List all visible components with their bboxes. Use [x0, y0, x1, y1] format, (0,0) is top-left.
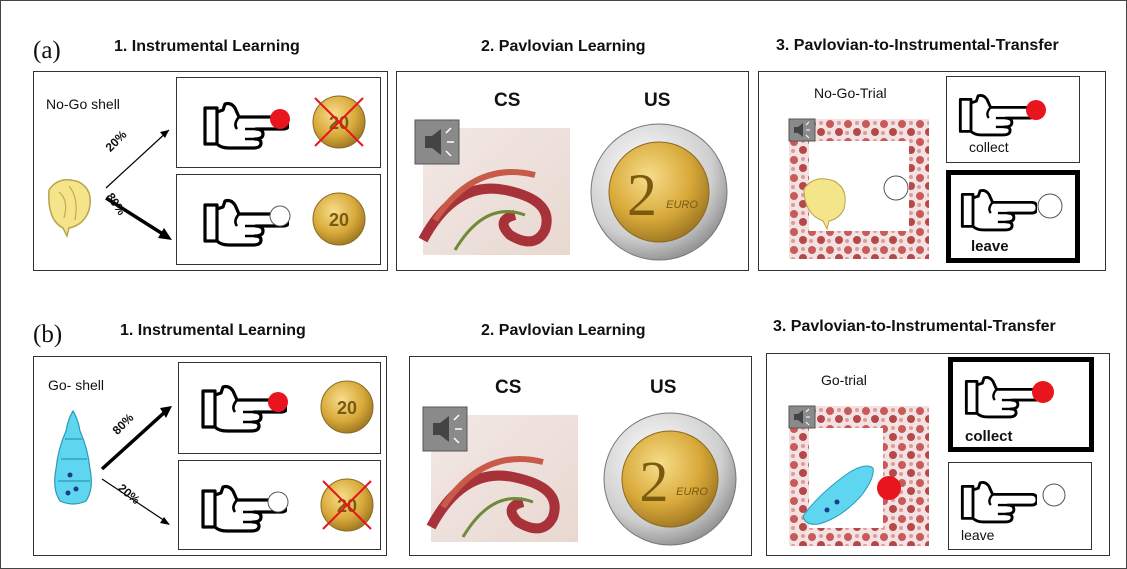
panel-b-pavlovian-box: CS US 2 EURO — [409, 356, 752, 556]
crossed-coin-icon: 20 — [320, 478, 374, 532]
yellow-shell-icon — [48, 179, 91, 239]
coin-20-cent-icon: 20 — [312, 192, 366, 246]
svg-text:EURO: EURO — [676, 486, 708, 498]
panel-a-shell-label: No-Go shell — [46, 96, 120, 112]
panel-b-instrumental-header: 1. Instrumental Learning — [120, 322, 306, 339]
panel-a-pit-header: 3. Pavlovian-to-Instrumental-Transfer — [776, 37, 1059, 54]
svg-text:2: 2 — [640, 449, 669, 514]
panel-b-go-outcome-box: 20 — [178, 362, 381, 454]
panel-b-pit-stimulus — [788, 405, 929, 546]
panel-a-us-label: US — [644, 90, 671, 111]
blue-shell-icon — [54, 409, 92, 505]
hand-withhold-icon — [957, 187, 1037, 232]
panel-b-pavlovian-header: 2. Pavlovian Learning — [481, 322, 646, 339]
red-button-icon — [1026, 100, 1046, 120]
coin-2-euro-icon: 2 EURO — [603, 412, 737, 546]
hand-press-icon — [961, 374, 1041, 419]
panel-b-arrows — [100, 406, 172, 525]
panel-a-arrows — [105, 129, 172, 240]
cs-swirl-image — [414, 119, 570, 255]
panel-a-trial-label: No-Go-Trial — [814, 85, 887, 101]
panel-a-leave-option-selected: leave — [946, 170, 1080, 263]
cs-swirl-image — [422, 406, 578, 542]
panel-a-go-outcome-box: 20 — [176, 77, 381, 168]
panel-a-cs-label: CS — [494, 90, 521, 111]
panel-b-collect-option-selected: collect — [948, 357, 1094, 452]
empty-circle-icon — [1042, 483, 1066, 507]
panel-a-label: (a) — [33, 37, 61, 64]
red-button-icon — [270, 109, 290, 129]
panel-b-shell-label: Go- shell — [48, 377, 105, 393]
panel-a-pit-stimulus — [788, 118, 929, 259]
panel-b-cs-label: CS — [495, 377, 522, 398]
panel-a-pit-box: No-Go-Trial collect leave — [758, 71, 1106, 271]
panel-b-trial-label: Go-trial — [821, 372, 867, 388]
panel-b-pit-box: Go-trial collect leave — [766, 353, 1110, 556]
coin-2-euro-icon: 2 EURO — [590, 123, 728, 261]
coin-2-text: 2 — [627, 162, 657, 228]
panel-b-leave-label: leave — [961, 527, 995, 543]
panel-a-instrumental-box: No-Go shell 20% 80% 20 — [33, 71, 388, 271]
hand-withhold-icon — [957, 479, 1037, 524]
panel-b-instrumental-box: Go- shell 80% 20% 20 20 — [33, 356, 387, 556]
svg-text:20: 20 — [329, 210, 349, 230]
empty-circle-icon — [1037, 193, 1063, 219]
panel-b-collect-label: collect — [965, 428, 1013, 445]
panel-a-pavlovian-header: 2. Pavlovian Learning — [481, 38, 646, 55]
panel-b-nogo-outcome-box: 20 — [178, 460, 381, 550]
panel-a-collect-label: collect — [969, 139, 1009, 155]
svg-text:20: 20 — [337, 398, 357, 418]
panel-a-collect-option: collect — [946, 76, 1080, 163]
panel-a-pavlovian-box: CS US 2 EURO — [396, 71, 749, 271]
hand-press-icon — [955, 92, 1035, 137]
panel-a-nogo-outcome-box: 20 — [176, 174, 381, 265]
empty-circle-icon — [267, 491, 289, 513]
panel-a-leave-label: leave — [971, 238, 1009, 255]
coin-20-cent-icon: 20 — [320, 380, 374, 434]
panel-b-us-label: US — [650, 377, 677, 398]
empty-circle-icon — [269, 205, 291, 227]
svg-text:EURO: EURO — [666, 199, 698, 211]
crossed-coin-icon: 20 — [312, 95, 366, 149]
red-button-icon — [1032, 381, 1054, 403]
panel-a-instrumental-header: 1. Instrumental Learning — [114, 38, 300, 55]
panel-b-pit-header: 3. Pavlovian-to-Instrumental-Transfer — [773, 318, 1056, 335]
red-button-icon — [268, 392, 288, 412]
panel-b-label: (b) — [33, 321, 63, 348]
panel-b-leave-option: leave — [948, 462, 1092, 550]
